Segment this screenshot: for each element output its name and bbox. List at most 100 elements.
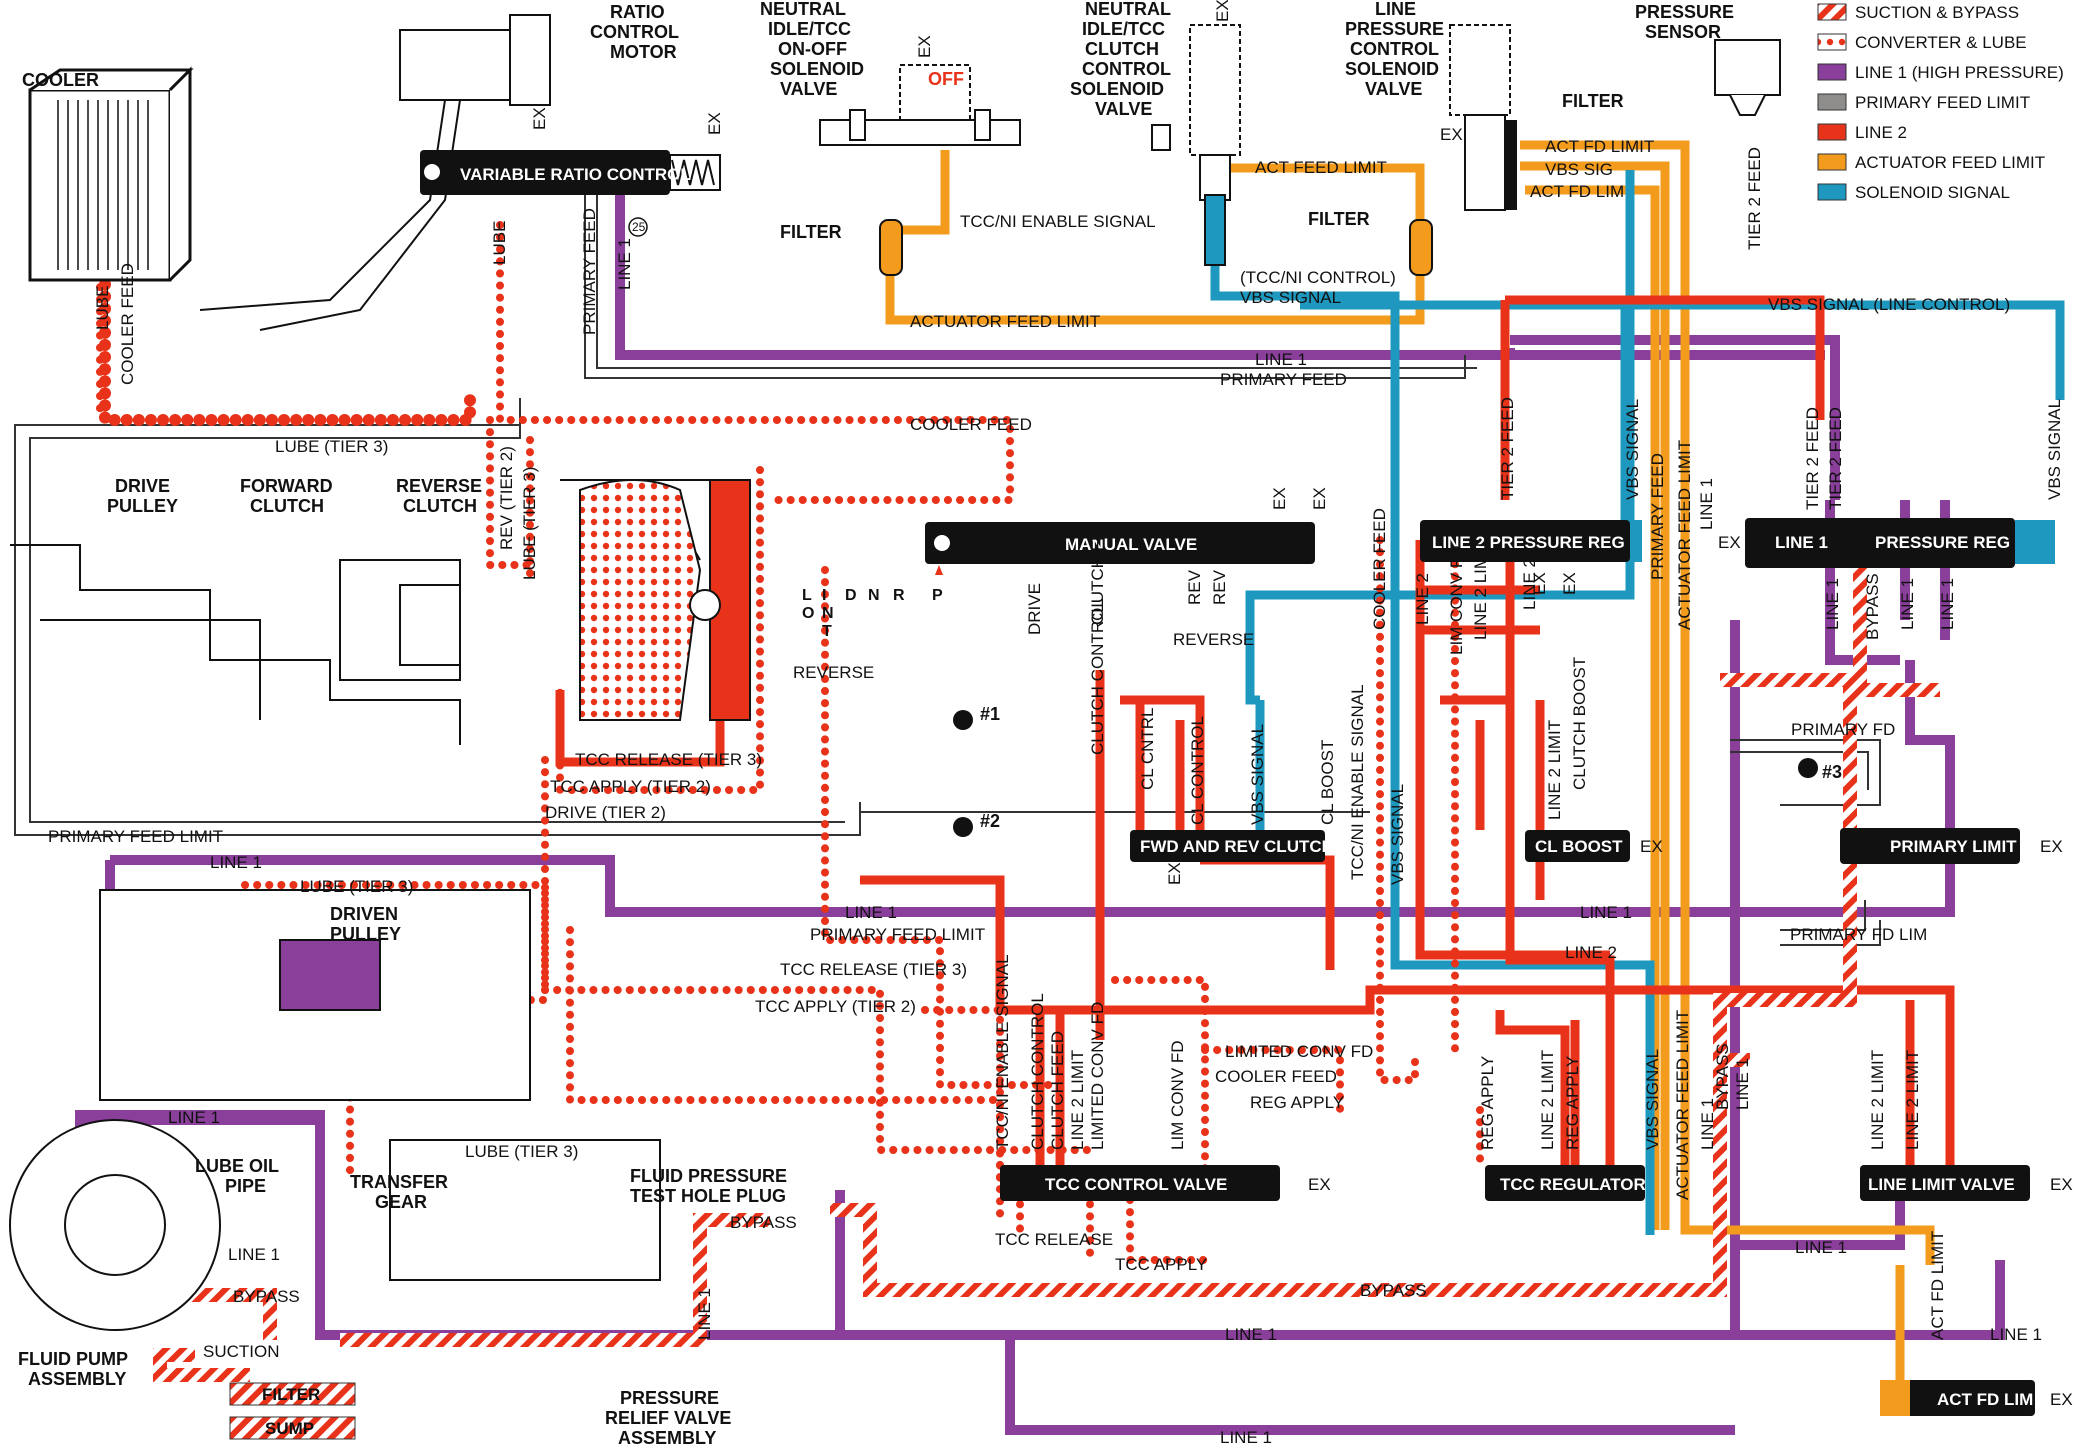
sump-box	[229, 1416, 356, 1440]
filter-box	[229, 1382, 356, 1406]
label-lube-v: LUBE	[490, 221, 509, 265]
check-3-label: #3	[1822, 762, 1842, 782]
line1-top-right	[1820, 335, 1840, 500]
relief-valve-label-3: ASSEMBLY	[618, 1428, 716, 1448]
label-primary-fd-lim: PRIMARY FD LIM	[1790, 925, 1927, 944]
ex-label-preg: EX	[1718, 533, 1741, 552]
label-clutch-control-v2: CLUTCH CONTROL	[1028, 993, 1047, 1150]
manual-valve: MANUAL VALVE EX EX	[925, 487, 1329, 564]
ex-label-actfd: EX	[2050, 1390, 2073, 1409]
label-line2-v: LINE 2	[1413, 573, 1432, 625]
filter-label-1: FILTER	[780, 222, 842, 242]
transfer-gear-label-1: TRANSFER	[350, 1172, 448, 1192]
lp-sol-label-2: PRESSURE	[1345, 19, 1444, 39]
label-clutch-feed: CLUTCH FEED	[1048, 1031, 1067, 1150]
label-actuator-feed-limit: ACTUATOR FEED LIMIT	[910, 312, 1100, 331]
legend-swatch-converter	[1817, 33, 1847, 51]
label-line1-v5: LINE 1	[1938, 578, 1957, 630]
label-tcc-ni-enable: TCC/NI ENABLE SIGNAL	[960, 212, 1156, 231]
selector-l: L	[802, 587, 812, 604]
solenoid-off-label: OFF	[928, 69, 964, 89]
label-line1-bottom: LINE 1	[1225, 1325, 1277, 1344]
label-vbs-signal-a: VBS SIGNAL	[1240, 288, 1341, 307]
label-reverse-b: REVERSE	[793, 663, 874, 682]
lp-sol-label-5: VALVE	[1365, 79, 1422, 99]
cl-boost-valve: CL BOOST EX	[1525, 830, 1663, 862]
pressure-sensor-label-1: PRESSURE	[1635, 2, 1734, 22]
label-lube-tier3-c: LUBE (TIER 3)	[465, 1142, 578, 1161]
legend-label-afl: ACTUATOR FEED LIMIT	[1855, 153, 2045, 172]
check-1-label: #1	[980, 704, 1000, 724]
onoff-label-2: IDLE/TCC	[768, 19, 851, 39]
selector-sub-t: T	[822, 623, 832, 640]
label-line1-v3: LINE 1	[1823, 578, 1842, 630]
ratio-motor-label-2: CONTROL	[590, 22, 679, 42]
line1-bottom2	[1005, 1335, 1735, 1435]
ex-label-lp-sol: EX	[1440, 125, 1463, 144]
clutch-sol-label-1: NEUTRAL	[1085, 0, 1171, 19]
lube-oil-pipe-label-2: PIPE	[225, 1176, 266, 1196]
line1-to-limit	[1735, 1200, 1905, 1250]
label-clutch-control: CLUTCH CONTROL	[1088, 598, 1107, 755]
onoff-solenoid-valve: OFF EX NEUTRAL IDLE/TCC ON-OFF SOLENOID …	[760, 0, 1021, 276]
fwd-rev-clutch-valve: FWD AND REV CLUTCH EX	[1130, 830, 1334, 885]
line1-pressure-regulator: LINE 1 PRESSURE REG EX	[1718, 518, 2055, 568]
selector-sub-n: N	[822, 605, 834, 622]
selector-i: I	[822, 587, 826, 604]
label-line2-limit-v3: LINE 2 LIMIT	[1068, 1050, 1087, 1150]
ex-label-plimit: EX	[2040, 837, 2063, 856]
label-act-feed-limit: ACT FEED LIMIT	[1255, 158, 1387, 177]
tcc-control-valve: TCC CONTROL VALVE EX	[1000, 1165, 1331, 1201]
legend-label-suction: SUCTION & BYPASS	[1855, 3, 2019, 22]
selector-sub-o: O	[802, 605, 814, 622]
label-act-fd-lim: ACT FD LIM	[1530, 182, 1624, 201]
label-tcc-apply-t2-a: TCC APPLY (TIER 2)	[550, 777, 711, 796]
ex-label-linelimit: EX	[2050, 1175, 2073, 1194]
check-2-label: #2	[980, 811, 1000, 831]
relief-valve-label-1: PRESSURE	[620, 1388, 719, 1408]
label-act-fd-limit-v: ACT FD LIMIT	[1928, 1231, 1947, 1340]
primary-limit-label: PRIMARY LIMIT	[1890, 837, 2017, 856]
ex-label-manual-1: EX	[1270, 487, 1289, 510]
ex-label-onoff: EX	[915, 35, 934, 58]
label-tier2-feed-a: TIER 2 FEED	[1745, 147, 1764, 250]
fwd-rev-clutch-label: FWD AND REV CLUTCH	[1140, 837, 1334, 856]
ex-label-vrc-1: EX	[530, 107, 549, 130]
ex-label-clutch-sol: EX	[1213, 0, 1232, 22]
label-actuator-feed-limit-v: ACTUATOR FEED LIMIT	[1675, 440, 1694, 630]
label-limited-conv-fd-v: LIMITED CONV FD	[1088, 1002, 1107, 1150]
label-line1-v7: LINE 1	[1733, 1058, 1752, 1110]
label-reverse-a: REVERSE	[1173, 630, 1254, 649]
actuator-feed-limit-passages	[885, 140, 1935, 1405]
label-vbs-line-control: VBS SIGNAL (LINE CONTROL)	[1768, 295, 2010, 314]
label-rev-a: REV	[1185, 569, 1204, 605]
primary-limit-valve: PRIMARY LIMIT EX	[1840, 828, 2063, 864]
gear-selector: L I D N R P O N T	[802, 565, 943, 640]
label-rev-tier2: REV (TIER 2)	[497, 446, 516, 550]
solenoid-signal-passages	[1210, 170, 2065, 1235]
label-tier2-feed-b: TIER 2 FEED	[1498, 397, 1517, 500]
label-cooler-feed-v: COOLER FEED	[118, 263, 137, 385]
relief-valve-label-2: RELIEF VALVE	[605, 1408, 731, 1428]
label-bypass-h: BYPASS	[1360, 1281, 1427, 1300]
ex-label-fwdrev: EX	[1165, 862, 1184, 885]
label-line1-bottom2: LINE 1	[1220, 1428, 1272, 1447]
filter-sump-label-filter: FILTER	[262, 1385, 320, 1404]
component-labels: DRIVE PULLEY FORWARD CLUTCH REVERSE CLUT…	[18, 476, 787, 1448]
legend-swatch-pfl	[1817, 93, 1847, 111]
label-suction: SUCTION	[203, 1342, 280, 1361]
lube-oil-pipe-label-1: LUBE OIL	[195, 1156, 279, 1176]
label-cl-boost: CL BOOST	[1318, 740, 1337, 825]
label-drive-t2: DRIVE (TIER 2)	[545, 803, 666, 822]
label-clutch-boost: CLUTCH BOOST	[1570, 657, 1589, 790]
ex-label-l2reg-2: EX	[1560, 572, 1579, 595]
line2-pressure-regulator: LINE 2 PRESSURE REG EX EX	[1420, 520, 1642, 595]
driven-pulley-label-2: PULLEY	[330, 924, 401, 944]
label-primary-feed-limit-b: PRIMARY FEED LIMIT	[810, 925, 985, 944]
fluid-pump-label-2: ASSEMBLY	[28, 1369, 126, 1389]
label-cooler-feed-h: COOLER FEED	[910, 415, 1032, 434]
label-tcc-ni-enable-v2: TCC/NI ENABLE SIGNAL	[993, 954, 1012, 1150]
label-lube-cooler: LUBE	[93, 286, 112, 330]
test-hole-label-1: FLUID PRESSURE	[630, 1166, 787, 1186]
